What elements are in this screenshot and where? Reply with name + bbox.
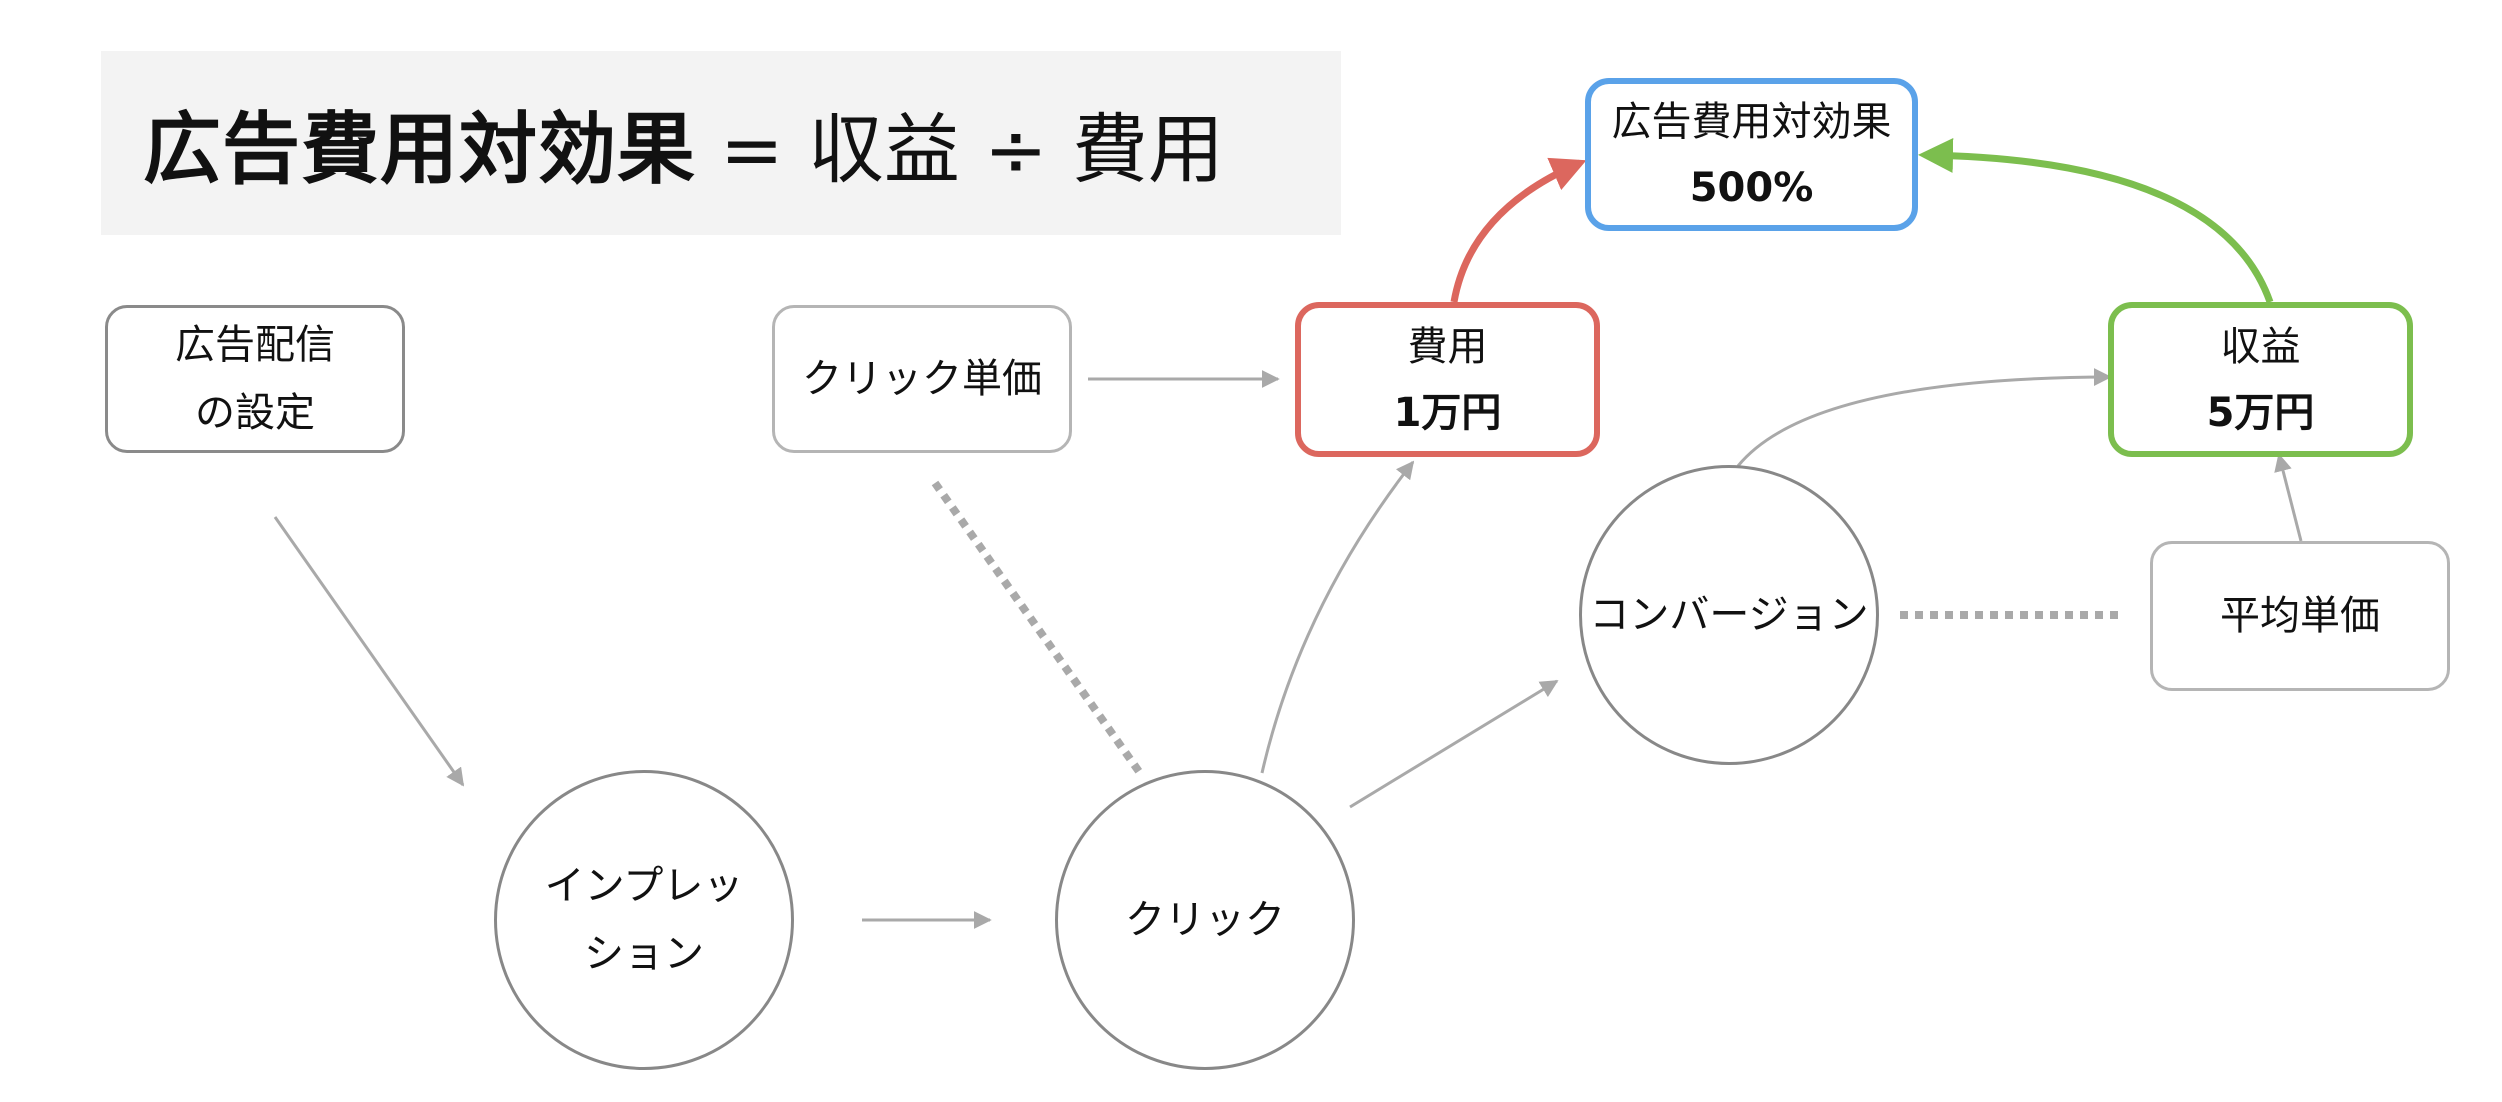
node-cost-value: 1万円 xyxy=(1393,389,1502,436)
node-roas-label: 広告費用対効果 xyxy=(1611,98,1892,145)
arrow-revenue-to-roas xyxy=(1918,137,2274,304)
node-roas-value: 500% xyxy=(1689,164,1814,211)
node-revenue: 収益 5万円 xyxy=(2108,302,2413,457)
formula-title-term: 広告費用対効果 xyxy=(143,105,697,195)
node-ad-settings: 広告配信 の設定 xyxy=(105,305,405,453)
arrow-click-to-conversion xyxy=(1349,679,1559,809)
node-revenue-label: 収益 xyxy=(2220,323,2301,370)
arrow-conversion-to-revenue xyxy=(1736,368,2112,467)
node-ad-settings-line1: 広告配信 xyxy=(175,322,335,368)
node-impression: インプレッ ション xyxy=(494,770,794,1070)
node-conversion: コンバージョン xyxy=(1579,465,1879,765)
node-click: クリック xyxy=(1055,770,1355,1070)
node-cost-label: 費用 xyxy=(1407,323,1488,370)
node-impression-line2: ション xyxy=(584,931,704,977)
node-cpc: クリック単価 xyxy=(772,305,1072,453)
node-cpc-label: クリック単価 xyxy=(802,356,1042,402)
arrow-cost-to-roas xyxy=(1450,157,1587,303)
formula-title: 広告費用対効果 = 収益 ÷ 費用 xyxy=(101,51,1341,235)
node-avg-price: 平均単価 xyxy=(2150,541,2450,691)
node-conversion-label: コンバージョン xyxy=(1589,592,1869,638)
node-roas: 広告費用対効果 500% xyxy=(1585,78,1918,231)
node-click-label: クリック xyxy=(1125,897,1285,943)
arrow-settings-to-impression xyxy=(273,516,465,787)
node-cost: 費用 1万円 xyxy=(1295,302,1600,457)
node-ad-settings-line2: の設定 xyxy=(195,390,315,436)
node-avg-price-label: 平均単価 xyxy=(2220,593,2380,639)
formula-title-expression: = 収益 ÷ 費用 xyxy=(720,105,1224,194)
node-impression-line1: インプレッ xyxy=(544,863,744,909)
dotted-cpc-click xyxy=(931,480,1144,776)
node-revenue-value: 5万円 xyxy=(2206,389,2315,436)
arrow-avgprice-to-revenue xyxy=(2274,453,2303,542)
arrow-click-to-cost xyxy=(1260,460,1415,774)
